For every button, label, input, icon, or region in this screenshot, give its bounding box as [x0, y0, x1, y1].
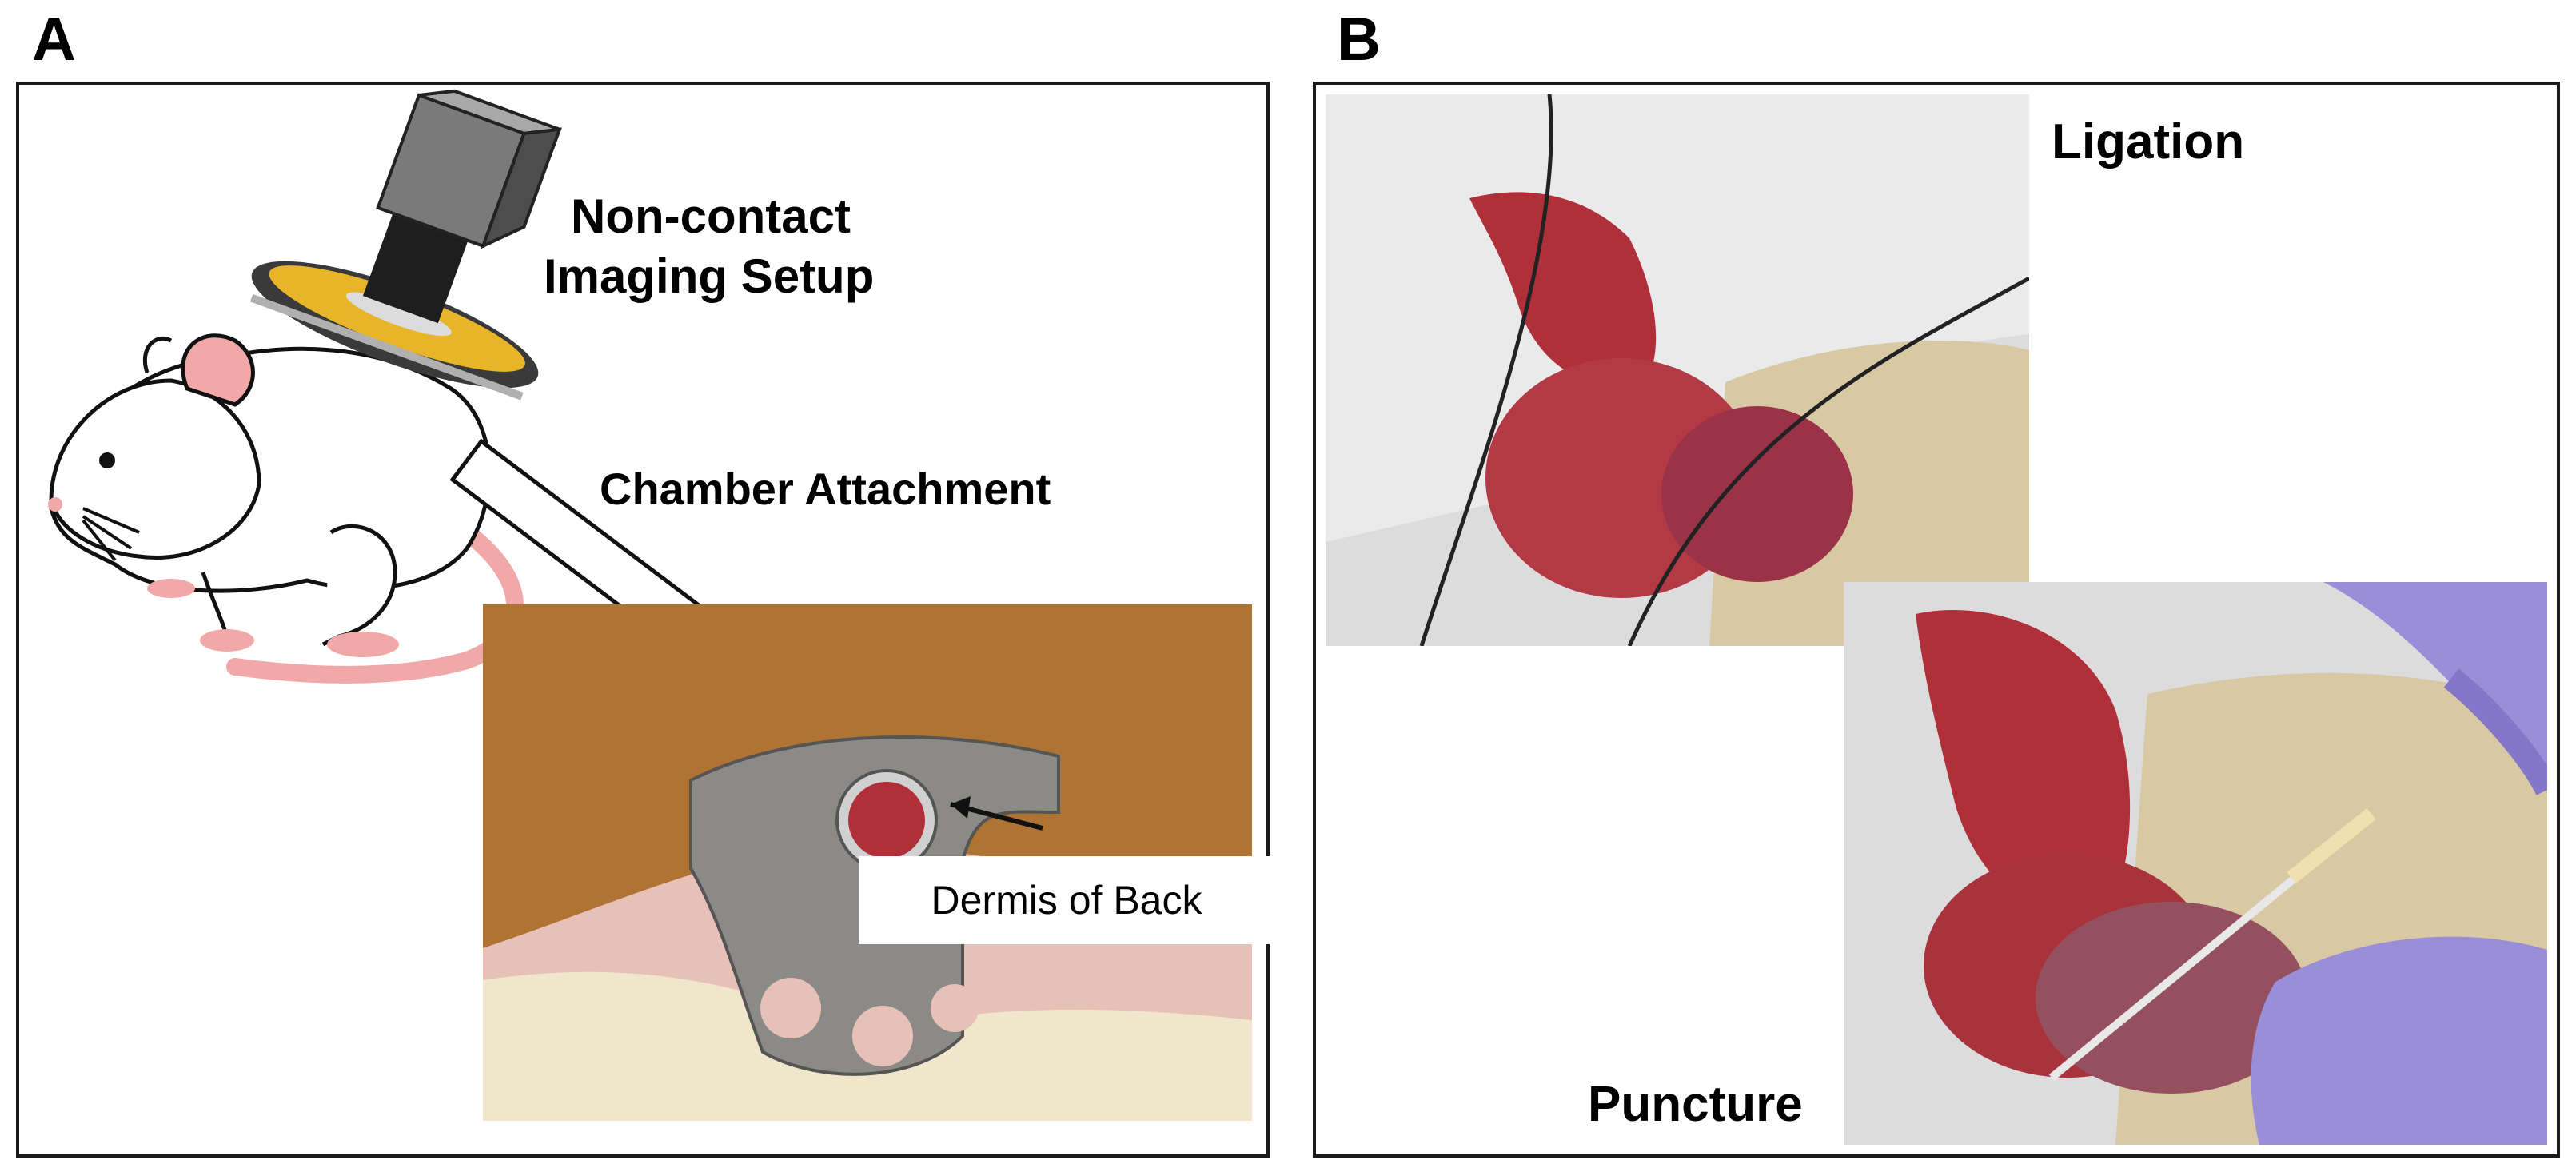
mouse-imaging-illustration — [48, 89, 859, 756]
setup-label-line1: Non-contact — [571, 189, 851, 243]
panel-b-letter: B — [1337, 6, 1381, 74]
puncture-photo — [1844, 582, 2547, 1145]
dermis-callout-text: Dermis of Back — [931, 878, 1202, 923]
dermis-callout: Dermis of Back — [859, 856, 1274, 944]
setup-label-line2: Imaging Setup — [544, 249, 875, 303]
panel-a-frame: Non-contact Imaging Setup Chamber Attach… — [16, 82, 1274, 1158]
panel-b-frame: Ligation Puncture — [1313, 82, 2560, 1158]
ligation-label: Ligation — [2052, 114, 2245, 169]
panel-a-letter: A — [32, 6, 76, 74]
chamber-label: Chamber Attachment — [600, 464, 1051, 514]
ligation-photo — [1326, 94, 2029, 646]
puncture-label: Puncture — [1588, 1077, 1803, 1132]
